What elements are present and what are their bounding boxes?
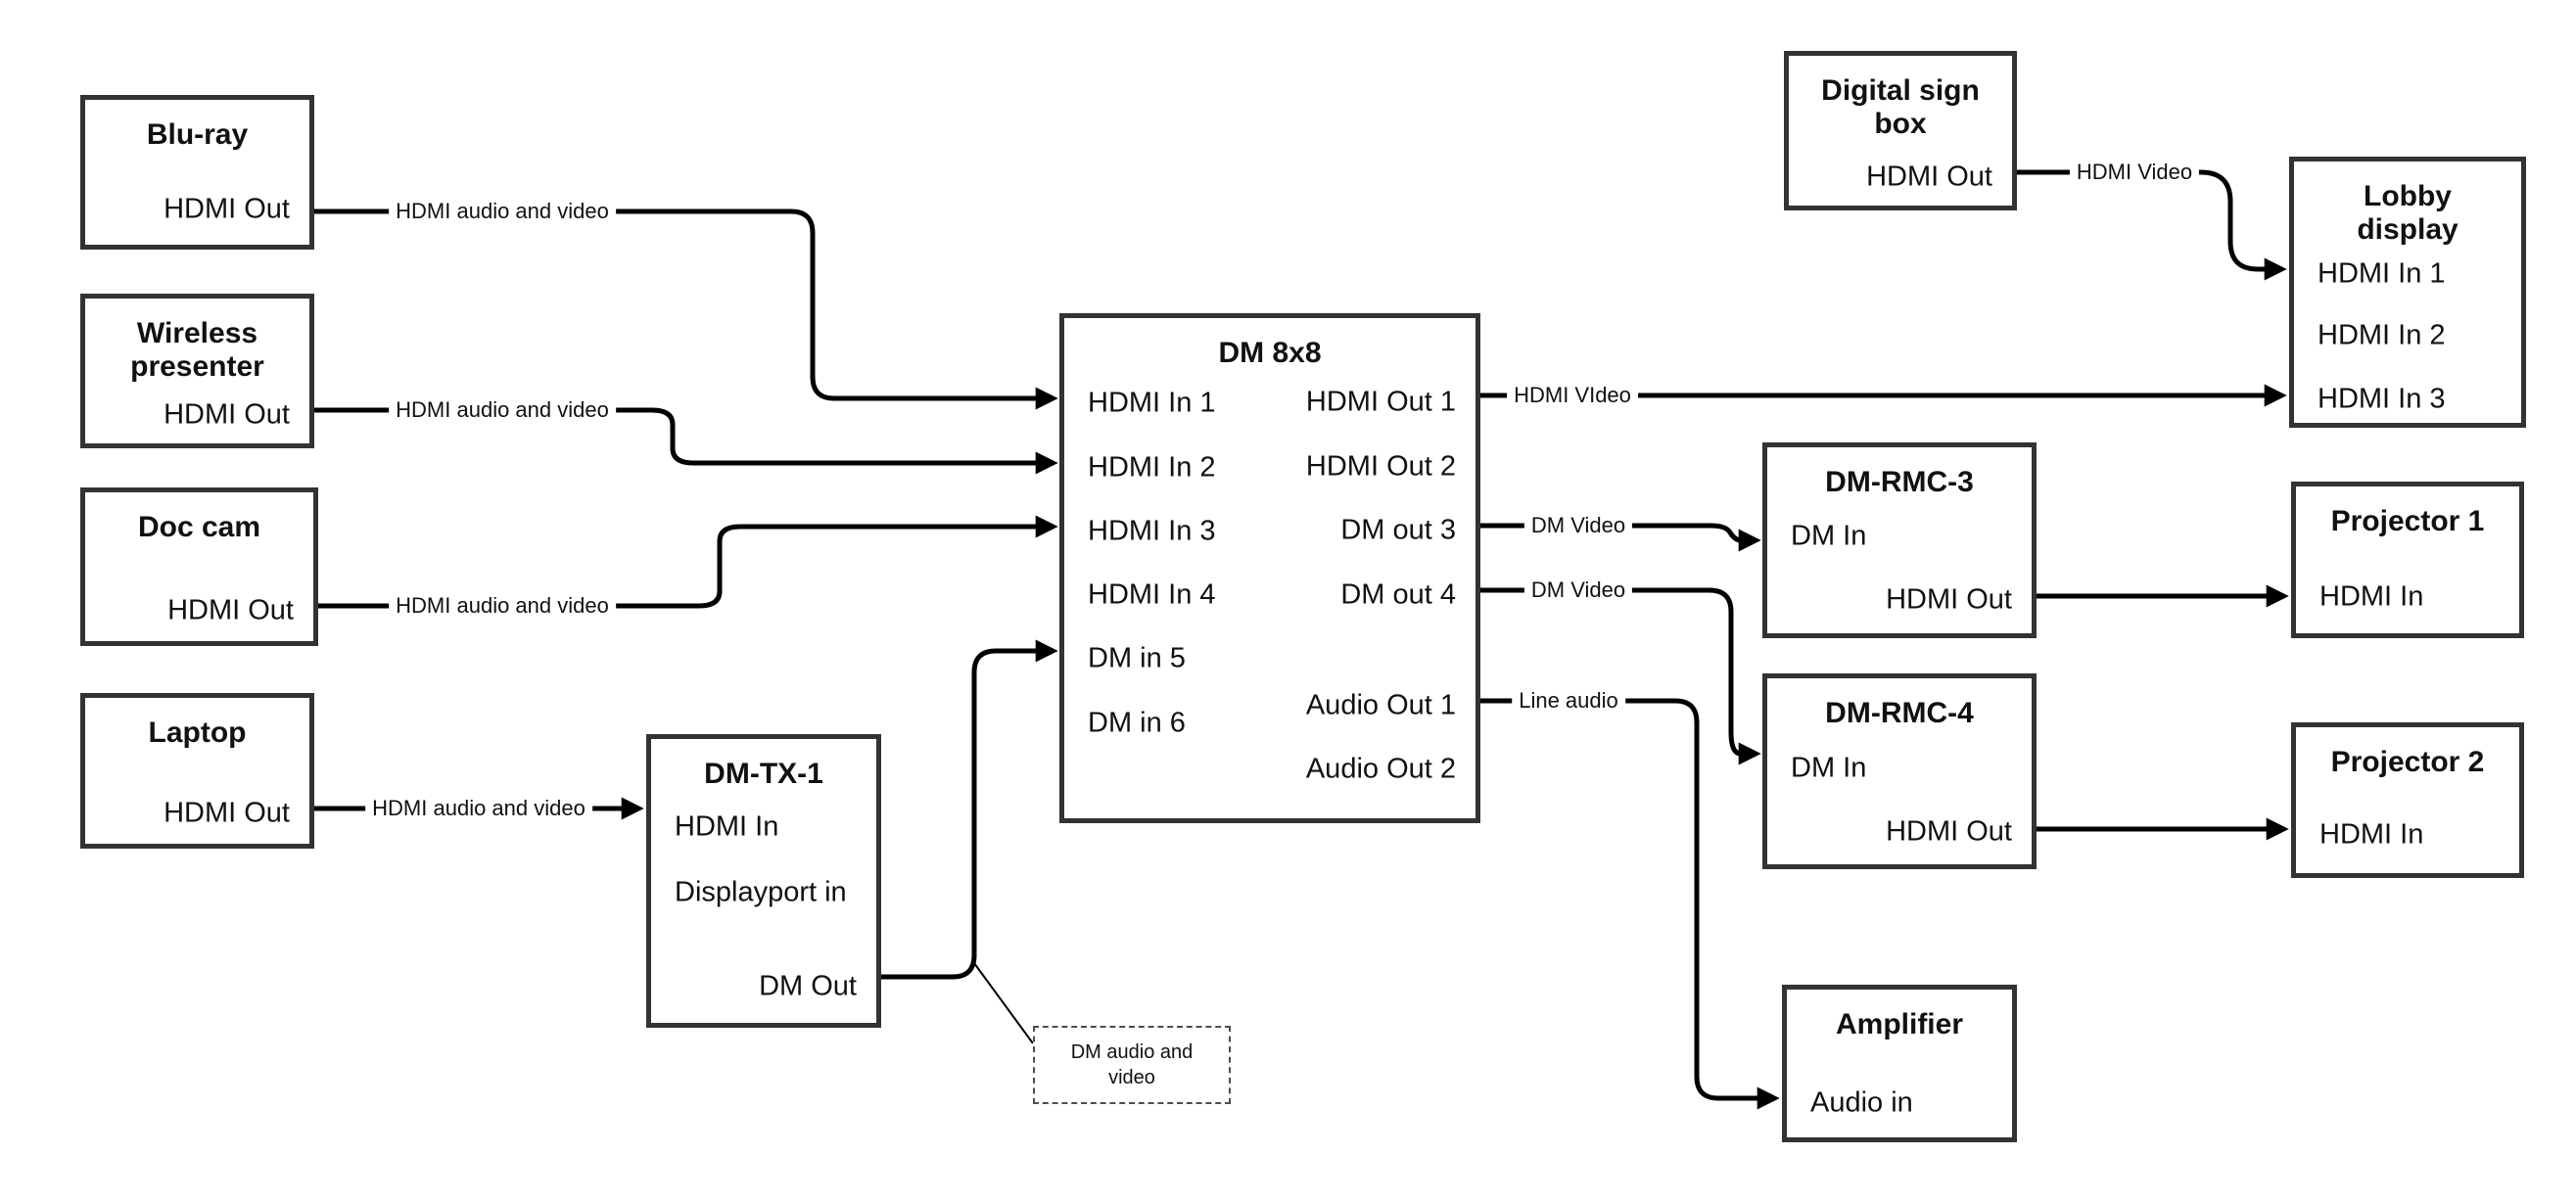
port-amplifier-audio-in: Audio in [1810, 1086, 1913, 1119]
port-projector-2-hdmi-in: HDMI In [2319, 818, 2424, 851]
wire-dm-out3-to-rmc3 [1480, 523, 1761, 552]
wire-sign-to-lobby-in1 [2017, 169, 2287, 281]
port-dm-8x8-dm-out-3: DM out 3 [1340, 514, 1456, 546]
port-dm-8x8-hdmi-in-3: HDMI In 3 [1088, 515, 1216, 547]
port-dm-rmc-3-dm-in: DM In [1791, 520, 1867, 552]
port-dm-tx-1-hdmi-in: HDMI In [675, 810, 779, 843]
node-title-bluray: Blu-ray [146, 118, 249, 151]
wire-wireless-to-hdmi-in-2 [314, 407, 1058, 475]
port-dm-8x8-hdmi-in-4: HDMI In 4 [1088, 578, 1216, 611]
node-projector-1: Projector 1 HDMI In [2291, 482, 2524, 638]
port-dm-tx-1-displayport-in: Displayport in [675, 876, 847, 908]
port-dm-rmc-4-dm-in: DM In [1791, 752, 1867, 784]
port-bluray-hdmi-out: HDMI Out [164, 193, 290, 225]
node-title-doc-cam: Doc cam [137, 511, 261, 543]
port-dm-8x8-audio-out-2: Audio Out 2 [1305, 753, 1456, 785]
node-title-projector-2: Projector 2 [2330, 746, 2485, 778]
wire-bluray-to-hdmi-in-1 [314, 208, 1058, 410]
dm-audio-video-note: DM audio and video [1033, 1026, 1231, 1104]
node-title-dm-rmc-4: DM-RMC-4 [1825, 697, 1974, 729]
node-dm-rmc-4: DM-RMC-4 DM In HDMI Out [1762, 673, 2037, 869]
port-dm-8x8-hdmi-in-1: HDMI In 1 [1088, 387, 1216, 419]
port-lobby-display-hdmi-in-1: HDMI In 1 [2318, 257, 2446, 290]
port-dm-8x8-dm-in-5: DM in 5 [1088, 642, 1186, 674]
wire-doccam-to-hdmi-in-3 [318, 515, 1058, 609]
port-doc-cam-hdmi-out: HDMI Out [167, 594, 294, 626]
port-dm-8x8-hdmi-in-2: HDMI In 2 [1088, 451, 1216, 484]
port-lobby-display-hdmi-in-2: HDMI In 2 [2318, 319, 2446, 351]
wire-dmtx1-to-dm-in-5 [881, 639, 1058, 980]
node-title-wireless-presenter: Wireless presenter [130, 317, 264, 383]
port-dm-8x8-hdmi-out-2: HDMI Out 2 [1305, 450, 1456, 483]
port-dm-8x8-audio-out-1: Audio Out 1 [1305, 689, 1456, 721]
node-title-dm-rmc-3: DM-RMC-3 [1825, 466, 1974, 498]
node-title-lobby-display: Lobby display [2357, 180, 2459, 246]
node-title-dm-tx-1: DM-TX-1 [704, 758, 823, 790]
port-digital-sign-box-hdmi-out: HDMI Out [1866, 161, 1992, 193]
node-title-laptop: Laptop [148, 716, 247, 749]
wire-audio-out1-to-amplifier [1480, 698, 1780, 1110]
port-dm-8x8-dm-in-6: DM in 6 [1088, 707, 1186, 739]
port-dm-tx-1-dm-out: DM Out [759, 970, 857, 1002]
node-title-dm-8x8: DM 8x8 [1218, 337, 1322, 369]
port-laptop-hdmi-out: HDMI Out [164, 797, 290, 829]
wire-dm-out4-to-rmc4 [1480, 587, 1761, 765]
port-lobby-display-hdmi-in-3: HDMI In 3 [2318, 383, 2446, 415]
port-dm-rmc-4-hdmi-out: HDMI Out [1886, 815, 2012, 848]
port-dm-8x8-hdmi-out-1: HDMI Out 1 [1305, 386, 1456, 418]
node-projector-2: Projector 2 HDMI In [2291, 722, 2524, 878]
port-dm-8x8-dm-out-4: DM out 4 [1340, 578, 1456, 611]
node-dm-rmc-3: DM-RMC-3 DM In HDMI Out [1762, 442, 2037, 638]
node-title-digital-sign-box: Digital sign box [1821, 74, 1980, 140]
port-wireless-presenter-hdmi-out: HDMI Out [164, 398, 290, 431]
node-title-projector-1: Projector 1 [2330, 505, 2485, 537]
port-dm-rmc-3-hdmi-out: HDMI Out [1886, 583, 2012, 616]
note-callout-line [973, 962, 1034, 1044]
node-title-amplifier: Amplifier [1835, 1008, 1964, 1040]
port-projector-1-hdmi-in: HDMI In [2319, 580, 2424, 613]
